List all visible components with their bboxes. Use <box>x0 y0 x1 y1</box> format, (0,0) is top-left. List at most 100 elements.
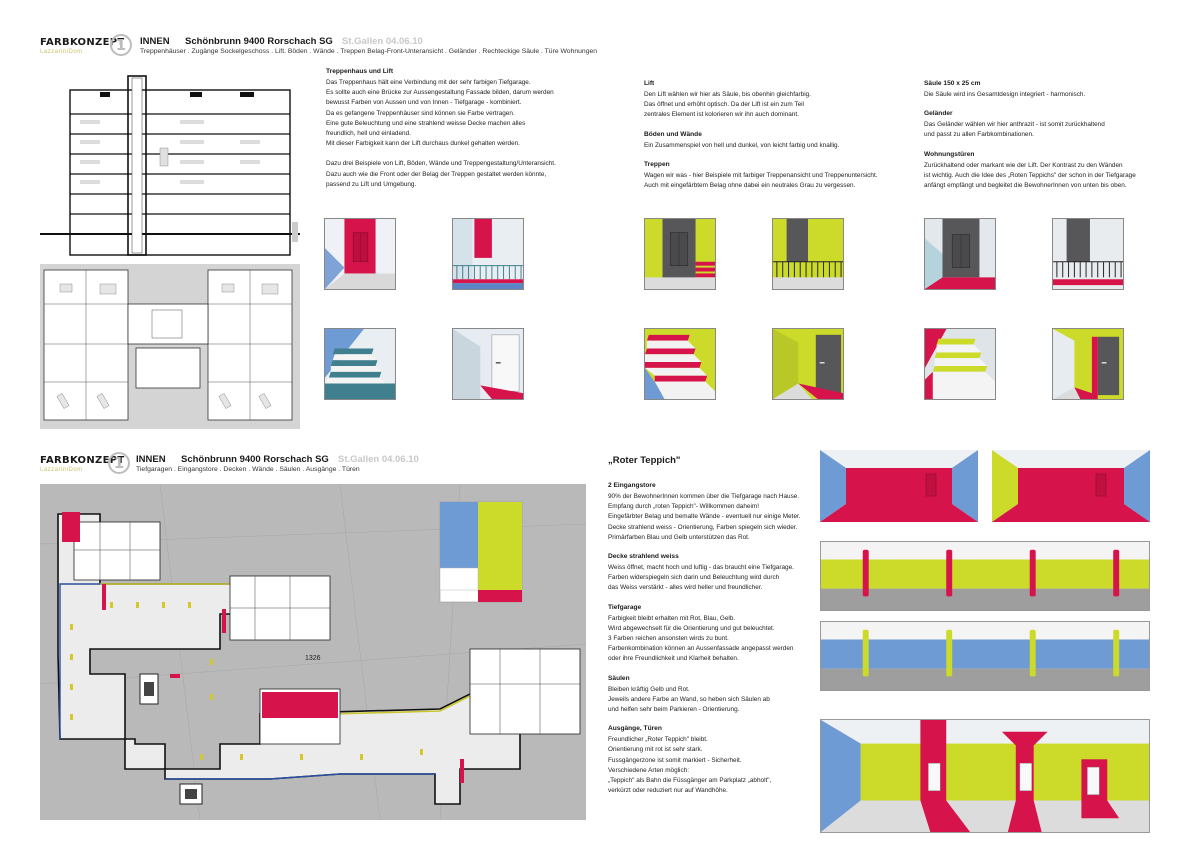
roter-teppich-text: „Roter Teppich" 2 Eingangstore 90% der B… <box>608 455 808 806</box>
text-block-treppenhaus: Treppenhaus und Lift Das Treppenhaus häl… <box>326 68 596 149</box>
block-line: verkürzt oder reduziert nur auf Wandhöhe… <box>608 787 728 795</box>
block-line: Den Lift wählen wir hier als Säule, bis … <box>644 91 811 98</box>
block-line: Die Säule wird ins Gesamtdesign integrie… <box>924 91 1086 98</box>
block-line: Orientierung mit rot ist sehr stark. <box>608 746 703 754</box>
block-line: Das Geländer wählen wir hier anthrazit -… <box>924 121 1105 129</box>
tile-lift-red <box>324 218 396 290</box>
block-title: Lift <box>644 80 655 87</box>
text-block-beispiele: Dazu drei Beispiele von Lift, Böden, Wän… <box>326 159 596 190</box>
section-number-badge: 1 <box>110 34 132 56</box>
block-line: Wagen wir was - hier Beispiele mit farbi… <box>644 171 878 179</box>
text-column-2: Lift Den Lift wählen wir hier als Säule,… <box>644 80 904 201</box>
block-line: Ein Zusammenspiel von hell und dunkel, v… <box>644 141 840 149</box>
brand-logo-text: LazzariniDom <box>40 49 83 55</box>
block-line: ist wichtig. Auch die Idee des „Roten Te… <box>924 171 1136 179</box>
brand-title: FARBKONZEPT <box>40 455 125 466</box>
render-garage-wall-blue <box>820 621 1150 691</box>
block-line: Das öffnet und erhöht optisch. Da der Li… <box>644 101 804 109</box>
block-line: Dazu drei Beispiele von Lift, Böden, Wän… <box>326 160 556 168</box>
header-subtitle: Tiefgaragen . Eingangstore . Decken . Wä… <box>136 466 360 473</box>
header-project: Schönbrunn 9400 Rorschach SG <box>181 454 329 465</box>
section-number-badge: 1 <box>108 452 130 474</box>
block-title: Wohnungstüren <box>924 150 975 158</box>
block-line: anfängt empfängt und begleitet die Bewoh… <box>924 182 1127 190</box>
header-area: INNEN <box>136 454 166 465</box>
block-line: Das Treppenhaus hält eine Verbindung mit… <box>326 79 531 86</box>
block-line: Empfang durch „roten Teppich"- Willkomme… <box>608 503 759 511</box>
block-title: 2 Eingangstore <box>608 482 656 489</box>
block-title: Decke strahlend weiss <box>608 553 679 561</box>
block-line: Eingefärbter Belag und bemalte Wände - e… <box>608 513 801 521</box>
block-line: Fussgängerzone ist somit markiert - Sich… <box>608 756 742 764</box>
block-line: Auch mit eingefärbtem Belag ohne dabei e… <box>644 182 856 190</box>
block-line: freundlich, hell und einladend. <box>326 130 411 138</box>
tile-door-red-band <box>1052 328 1124 400</box>
block-title: Säule 150 x 25 cm <box>924 80 981 87</box>
tile-railing-gray <box>1052 218 1124 290</box>
block-line: bewusst Farben von Aussen und von Innen … <box>326 99 522 107</box>
block-line: „Teppich" als Bahn die Füssgänger am Par… <box>608 777 772 785</box>
block-title: Ausgänge, Türen <box>608 725 662 733</box>
block-line: Farbigkeit bleibt erhalten mit Rot, Blau… <box>608 614 736 622</box>
render-entrance-tunnels <box>820 450 1150 522</box>
text-block-boeden: Böden und Wände Ein Zusammenspiel von he… <box>644 131 904 151</box>
tile-stairs-teal <box>324 328 396 400</box>
floor-plan-drawing <box>40 264 300 429</box>
block-line: Da es gefangene Treppenhäuser sind könne… <box>326 109 515 117</box>
tile-lift-anthracite <box>644 218 716 290</box>
render-garage-wall-yellow <box>820 541 1150 611</box>
block-line: Bleiben kräftig Gelb und Rot. <box>608 685 690 693</box>
block-title: Tiefgarage <box>608 603 642 611</box>
text-block-treppen: Treppen Wagen wir was - hier Beispiele m… <box>644 161 904 191</box>
block-line: Freundlicher „Roter Teppich" bleibt. <box>608 736 708 744</box>
text-block-ausgaenge: Ausgänge, Türen Freundlicher „Roter Tepp… <box>608 725 808 796</box>
text-block-decke: Decke strahlend weiss Weiss öffnet, mach… <box>608 553 808 594</box>
bottom-header: FARBKONZEPT LazzariniDom 1 INNEN Schönbr… <box>40 452 600 482</box>
block-line: Weiss öffnet, macht hoch und luftig - da… <box>608 564 794 572</box>
text-block-saeulen: Säulen Bleiben kräftig Gelb und Rot. Jew… <box>608 675 808 716</box>
tile-stairs-red <box>644 328 716 400</box>
block-line: passend zu Lift und Umgebung. <box>326 180 417 188</box>
block-line: oder ihre Freundlichkeit und Klarheit be… <box>608 655 739 663</box>
block-line: Farbenkombination können an Aussenfassad… <box>608 645 794 653</box>
tile-railing-yellow <box>772 218 844 290</box>
header-date: St.Gallen 04.06.10 <box>338 454 419 465</box>
roter-teppich-heading: „Roter Teppich" <box>608 455 681 466</box>
text-column-3: Säule 150 x 25 cm Die Säule wird ins Ges… <box>924 80 1184 201</box>
block-title: Geländer <box>924 110 953 118</box>
text-block-saeule: Säule 150 x 25 cm Die Säule wird ins Ges… <box>924 80 1184 100</box>
block-title: Treppen <box>644 160 670 168</box>
header-project: Schönbrunn 9400 Rorschach SG <box>185 36 333 47</box>
block-line: Zurückhaltend oder markant wie der Lift.… <box>924 161 1123 169</box>
block-title: Säulen <box>608 674 630 682</box>
block-line: 90% der BewohnerInnen kommen über die Ti… <box>608 493 800 500</box>
block-line: zentrales Element ist kolorieren wir ihn… <box>644 111 799 119</box>
block-line: Dazu auch wie die Front oder der Belag d… <box>326 170 547 178</box>
block-line: Eine gute Beleuchtung und eine strahlend… <box>326 119 526 127</box>
block-line: Primärfarben Blau und Gelb unterstützen … <box>608 533 750 541</box>
top-header: FARBKONZEPT LazzariniDom 1 INNEN Schönbr… <box>40 34 640 64</box>
block-line: Mit dieser Farbigkeit kann der Lift durc… <box>326 140 520 148</box>
text-block-eingangstore: 2 Eingangstore 90% der BewohnerInnen kom… <box>608 482 808 543</box>
header-subtitle: Treppenhäuser . Zugänge Sockelgeschoss .… <box>140 48 598 55</box>
block-line: und passt zu allen Farbkombinationen. <box>924 131 1034 139</box>
block-line: 3 Farben reichen ansonsten wirds zu bunt… <box>608 635 729 643</box>
tile-door-anthracite <box>772 328 844 400</box>
block-line: Verschiedene Arten möglich: <box>608 766 689 774</box>
brand-title: FARBKONZEPT <box>40 37 125 48</box>
text-column-1: Treppenhaus und Lift Das Treppenhaus häl… <box>326 68 596 200</box>
text-block-tiefgarage: Tiefgarage Farbigkeit bleibt erhalten mi… <box>608 604 808 665</box>
block-title: Treppenhaus und Lift <box>326 68 394 75</box>
block-line: Farben widerspiegeln sich darin und Bele… <box>608 574 780 582</box>
block-title: Böden und Wände <box>644 130 702 138</box>
block-line: Wird abgewechselt für die Orientierung u… <box>608 624 775 632</box>
block-line: Jeweils andere Farbe an Wand, so heben s… <box>608 695 770 703</box>
text-block-lift: Lift Den Lift wählen wir hier als Säule,… <box>644 80 904 121</box>
building-section-drawing <box>40 72 300 262</box>
tile-door-red <box>452 328 524 400</box>
block-line: das Weiss verstärkt - alles wird heller … <box>608 584 763 592</box>
render-exit-corridor <box>820 719 1150 833</box>
text-block-tueren: Wohnungstüren Zurückhaltend oder markant… <box>924 151 1184 192</box>
brand-logo-text: LazzariniDom <box>40 467 83 473</box>
header-date: St.Gallen 04.06.10 <box>342 36 423 47</box>
